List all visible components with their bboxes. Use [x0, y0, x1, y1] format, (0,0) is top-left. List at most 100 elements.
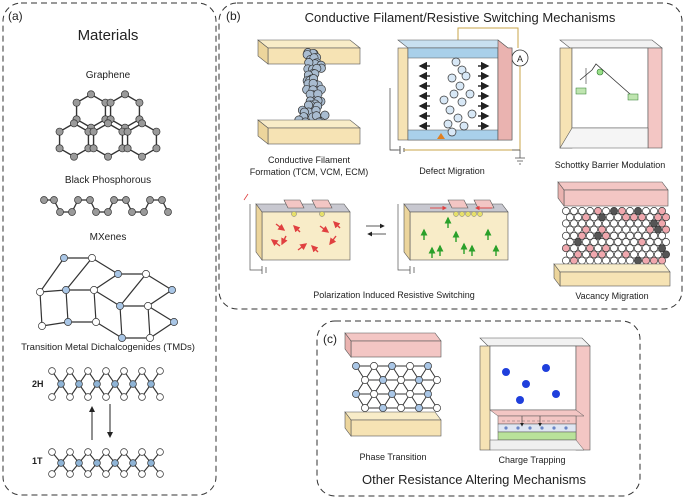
panel-b-tag: (b): [226, 9, 241, 23]
lattice-site: [618, 231, 626, 240]
tmd-1t-chalcogen: [48, 448, 56, 456]
phase-atom: [424, 390, 432, 398]
polarization-device-right: [397, 199, 509, 274]
lattice-site: [638, 225, 646, 234]
bond: [93, 289, 121, 307]
defect-atom: [449, 89, 459, 99]
lattice-site: [658, 231, 666, 240]
lattice-site: [606, 225, 614, 234]
phase-atom: [406, 362, 414, 370]
lattice-site: [650, 231, 658, 240]
lattice-site: [662, 225, 670, 234]
dipole-arrow: [329, 235, 337, 246]
lattice-site: [602, 244, 610, 253]
bond: [147, 305, 151, 339]
tmd-1t-chalcogen: [156, 470, 164, 478]
lattice-site: [574, 238, 582, 246]
carbon-atom: [138, 152, 146, 161]
lattice-site: [642, 256, 650, 265]
tmd-2h-chalcogen: [48, 393, 56, 401]
mxene-atom: [114, 270, 122, 278]
lattice-site: [570, 207, 578, 215]
bond: [119, 305, 123, 339]
tmd-1t-metal: [129, 459, 137, 467]
mxene-atom: [142, 270, 150, 278]
defect-atom: [451, 57, 461, 67]
phase-atom: [406, 390, 414, 398]
tmd-1t-chalcogen: [66, 470, 74, 478]
carbon-atom: [138, 119, 146, 128]
lattice-site: [658, 244, 666, 253]
tmd-2h-chalcogen: [66, 393, 74, 401]
bond: [91, 257, 119, 275]
phosphorus-atom: [122, 196, 130, 204]
defect-atom: [453, 113, 463, 123]
mxene-atom: [90, 286, 98, 294]
random-dipoles: [270, 221, 341, 253]
panel-b-title: Conductive Filament/Resistive Switching …: [305, 10, 616, 25]
cf-label-line1: Conductive Filament: [268, 155, 351, 165]
bond: [65, 257, 93, 291]
lattice-site: [610, 256, 618, 265]
tmd-2h-chalcogen: [102, 367, 110, 375]
mxenes-label: MXenes: [90, 232, 127, 243]
carbon-atom: [70, 152, 78, 161]
carbon-atom: [87, 90, 95, 99]
tmd-2h-chalcogen: [84, 367, 92, 375]
tmd-1t-chalcogen: [84, 470, 92, 478]
carbon-atom: [123, 144, 132, 153]
phosphorus-atom: [146, 196, 154, 204]
lattice-site: [614, 213, 622, 222]
bond: [41, 321, 69, 327]
trapped-charge: [552, 426, 556, 430]
dipole-arrow: [319, 225, 330, 233]
lattice-site: [622, 250, 630, 259]
interface-charge: [471, 211, 477, 217]
lattice-site: [570, 231, 578, 240]
tmd-1t-metal: [111, 459, 119, 467]
lattice-site: [618, 219, 626, 228]
panel-b-border: [218, 2, 683, 310]
lattice-site: [650, 244, 658, 253]
vacancy-label: Vacancy Migration: [575, 291, 648, 301]
phase-atom: [415, 376, 423, 384]
dipole-arrow: [270, 239, 281, 247]
dipole-arrow: [275, 223, 286, 231]
panel-a: (a) Materials Graphene Black Phosphorous…: [2, 2, 217, 496]
carbon-atom: [55, 144, 64, 153]
lattice-site: [622, 238, 630, 246]
lattice-site: [598, 225, 606, 234]
phosphorus-atom: [74, 196, 82, 204]
mxene-atom: [118, 334, 126, 342]
carbon-atom: [152, 127, 161, 136]
lattice-site: [566, 250, 574, 259]
panel-c-title: Other Resistance Altering Mechanisms: [362, 472, 586, 487]
bond: [145, 273, 173, 291]
lattice-site: [586, 244, 594, 253]
lattice-site: [634, 256, 642, 265]
phosphorus-atom: [92, 208, 100, 216]
phase-atom: [424, 362, 432, 370]
lattice-site: [586, 219, 594, 228]
lattice-site: [594, 244, 602, 253]
phosphorus-atom: [56, 208, 64, 216]
lattice-site: [582, 213, 590, 222]
phase-atom: [388, 390, 396, 398]
tmd-2h-metal: [57, 380, 65, 388]
charge-trapping-device: [479, 337, 591, 451]
lattice-site: [570, 244, 578, 253]
defect-atoms: [439, 57, 477, 137]
carbon-atom: [104, 152, 112, 161]
phase-2h-label: 2H: [32, 379, 44, 389]
mxene-atom: [60, 254, 68, 262]
lattice-site: [646, 213, 654, 222]
dipole-arrow: [281, 235, 288, 246]
carbon-atom: [89, 144, 98, 153]
lattice-site: [626, 207, 634, 215]
mxene-atom: [36, 288, 44, 296]
lattice-site: [590, 225, 598, 234]
lattice-site: [606, 250, 614, 259]
free-charge: [502, 368, 510, 376]
lattice-site: [566, 213, 574, 222]
lattice-site: [590, 238, 598, 246]
